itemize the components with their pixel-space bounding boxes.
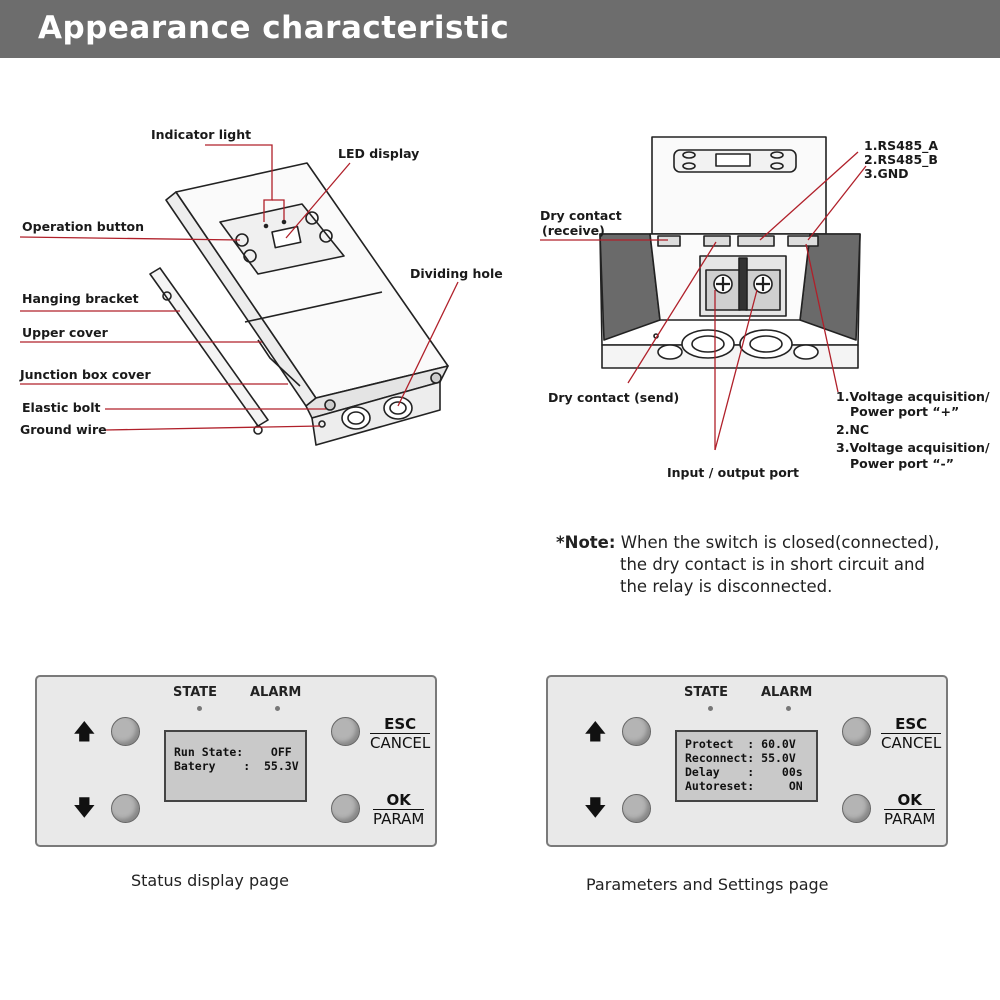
down-arrow-icon: 🡇 <box>73 795 96 820</box>
down-button[interactable] <box>111 794 140 823</box>
down-button[interactable] <box>622 794 651 823</box>
lcd-screen: Run State: OFF Batery : 55.3V <box>164 730 307 802</box>
note-block: *Note: When the switch is closed(connect… <box>556 532 940 598</box>
note-line-2: the dry contact is in short circuit and <box>620 555 925 574</box>
label-rs485-b: 2.RS485_B <box>864 152 938 167</box>
esc-text: ESC <box>881 715 942 734</box>
esc-cancel-label: ESC CANCEL <box>881 715 942 752</box>
left-leader-lines <box>19 144 459 431</box>
up-arrow-icon: 🡅 <box>73 719 96 744</box>
ok-button[interactable] <box>331 794 360 823</box>
status-page-caption: Status display page <box>131 871 289 890</box>
settings-page-caption: Parameters and Settings page <box>586 875 829 894</box>
lcd-line-3: Delay : 00s <box>685 765 803 779</box>
state-indicator-dot <box>197 706 202 711</box>
alarm-indicator-dot <box>275 706 280 711</box>
label-gnd: 3.GND <box>864 166 909 181</box>
label-ground-wire: Ground wire <box>20 422 107 437</box>
esc-button[interactable] <box>331 717 360 746</box>
label-nc: 2.NC <box>836 422 870 437</box>
label-dividing-hole: Dividing hole <box>410 266 503 281</box>
ok-text: OK <box>373 791 425 810</box>
label-voltage-acq-plus: 1.Voltage acquisition/ <box>836 389 990 404</box>
cancel-text: CANCEL <box>370 734 431 752</box>
header-bar: Appearance characteristic <box>0 0 1000 58</box>
up-button[interactable] <box>622 717 651 746</box>
label-upper-cover: Upper cover <box>22 325 108 340</box>
down-arrow-icon: 🡇 <box>584 795 607 820</box>
alarm-indicator-dot <box>786 706 791 711</box>
param-text: PARAM <box>373 810 425 828</box>
page-title: Appearance characteristic <box>38 10 510 46</box>
label-junction-box-cover: Junction box cover <box>20 367 151 382</box>
ok-button[interactable] <box>842 794 871 823</box>
esc-cancel-label: ESC CANCEL <box>370 715 431 752</box>
label-operation-button: Operation button <box>22 219 145 234</box>
label-led-display: LED display <box>338 146 420 161</box>
up-arrow-icon: 🡅 <box>584 719 607 744</box>
note-line-3: the relay is disconnected. <box>620 577 833 596</box>
esc-text: ESC <box>370 715 431 734</box>
status-control-panel: STATE ALARM 🡅 🡇 ESC CANCEL OK PARAM Run … <box>35 675 437 847</box>
param-text: PARAM <box>884 810 936 828</box>
ok-param-label: OK PARAM <box>884 791 936 828</box>
label-rs485-a: 1.RS485_A <box>864 138 939 153</box>
state-label: STATE <box>173 685 218 700</box>
label-dry-contact-receive: Dry contact <box>540 208 622 223</box>
label-indicator-light: Indicator light <box>151 127 252 142</box>
lcd-line-4: Autoreset: ON <box>685 779 803 793</box>
label-dry-contact-send: Dry contact (send) <box>548 390 680 405</box>
state-indicator-dot <box>708 706 713 711</box>
label-hanging-bracket: Hanging bracket <box>22 291 139 306</box>
label-power-port-plus: Power port “+” <box>850 404 960 419</box>
ok-param-label: OK PARAM <box>373 791 425 828</box>
lcd-line-1: Protect : 60.0V <box>685 737 796 751</box>
lcd-line-1: Run State: OFF <box>174 745 292 759</box>
cancel-text: CANCEL <box>881 734 942 752</box>
note-line-1: When the switch is closed(connected), <box>620 533 940 552</box>
state-label: STATE <box>684 685 729 700</box>
up-button[interactable] <box>111 717 140 746</box>
right-device-illustration <box>599 136 861 369</box>
note-prefix: *Note: <box>556 533 616 552</box>
lcd-line-2: Batery : 55.3V <box>174 759 299 773</box>
ok-text: OK <box>884 791 936 810</box>
label-power-port-minus: Power port “-” <box>850 456 954 471</box>
label-input-output-port: Input / output port <box>667 465 799 480</box>
label-voltage-acq-minus: 3.Voltage acquisition/ <box>836 440 990 455</box>
lcd-screen: Protect : 60.0V Reconnect: 55.0V Delay :… <box>675 730 818 802</box>
alarm-label: ALARM <box>250 685 302 700</box>
settings-control-panel: STATE ALARM 🡅 🡇 ESC CANCEL OK PARAM Prot… <box>546 675 948 847</box>
esc-button[interactable] <box>842 717 871 746</box>
lcd-line-2: Reconnect: 55.0V <box>685 751 796 765</box>
label-elastic-bolt: Elastic bolt <box>22 400 101 415</box>
left-device-illustration <box>149 162 449 446</box>
label-dry-contact-receive-sub: (receive) <box>542 223 605 238</box>
alarm-label: ALARM <box>761 685 813 700</box>
right-leader-lines <box>540 151 867 451</box>
